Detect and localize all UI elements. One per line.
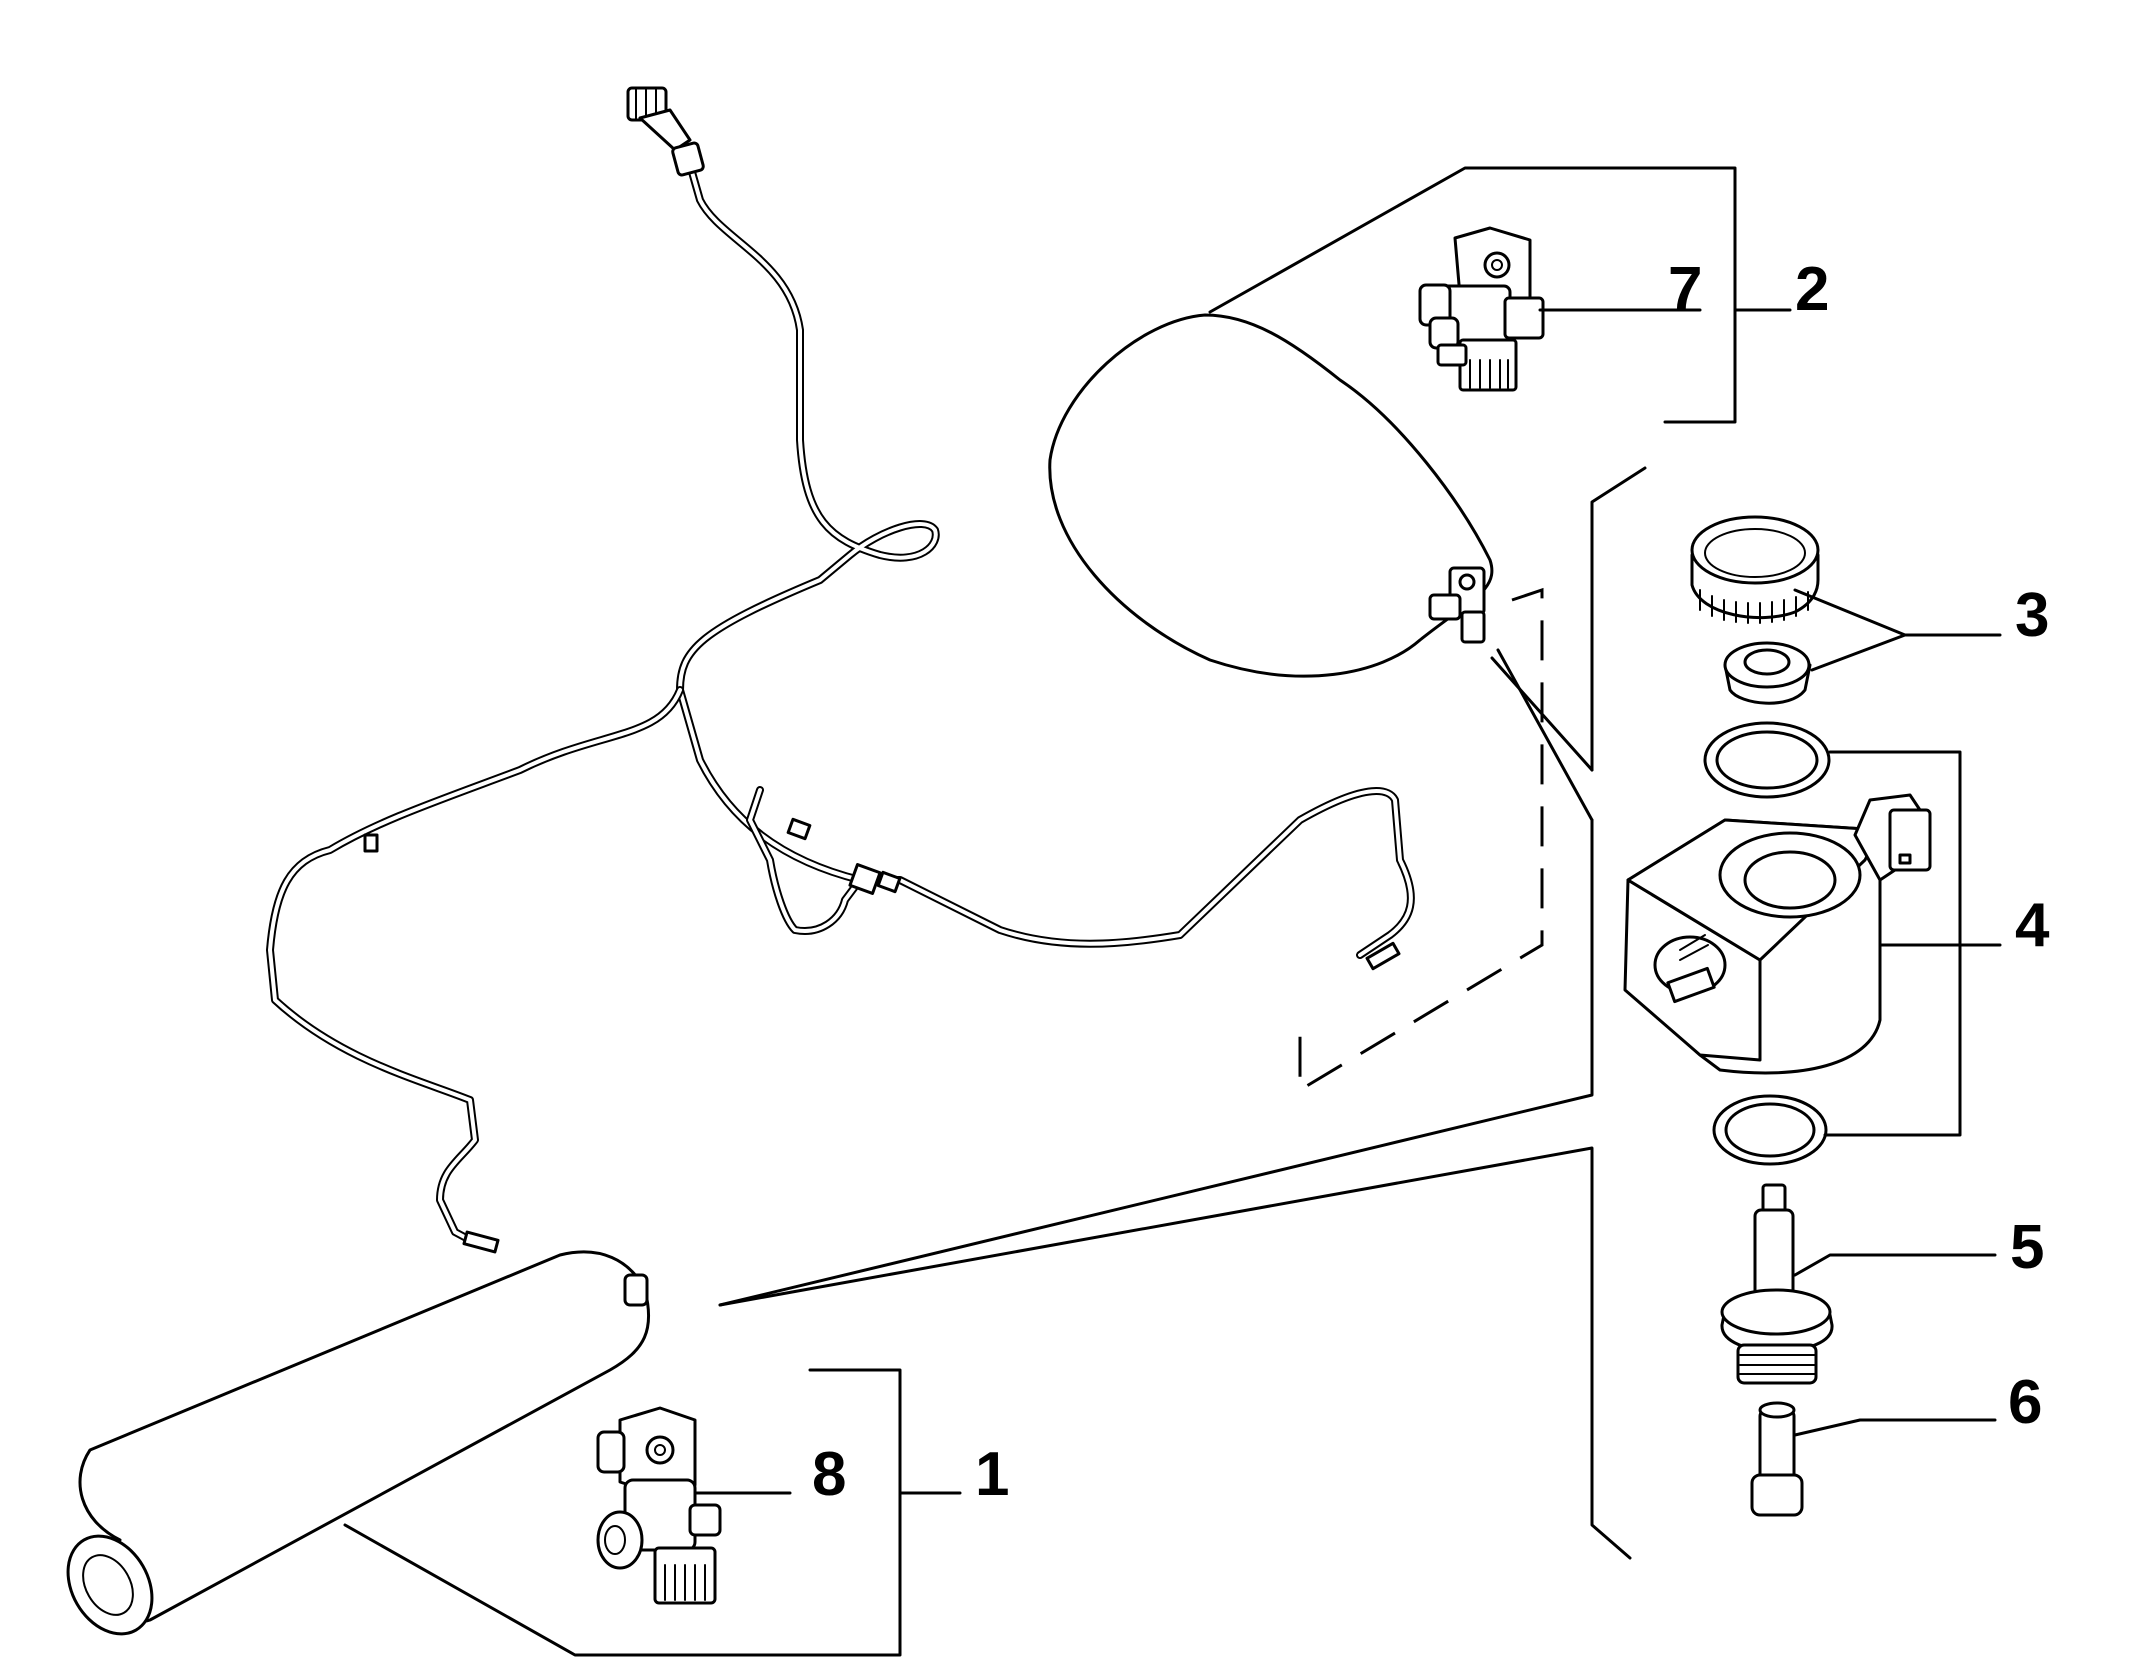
accumulator-sphere (1048, 313, 1494, 678)
valve-7 (1418, 226, 1545, 392)
piston-part-5 (1720, 1183, 1834, 1385)
o-ring-lower (1712, 1094, 1828, 1166)
brake-pipe-network (266, 86, 1415, 1254)
valve-8 (596, 1406, 722, 1605)
callout-6: 6 (2008, 1368, 2042, 1437)
o-ring-upper (1703, 721, 1831, 799)
callout-5: 5 (2010, 1213, 2044, 1282)
solenoid-block-part-4 (1623, 793, 1932, 1075)
dashed-outline (1298, 587, 1544, 1093)
accumulator-cylinder (66, 1250, 651, 1636)
leader-lines (343, 166, 2002, 1657)
pin-part-6 (1750, 1401, 1804, 1517)
seal-part-3 (1723, 641, 1812, 705)
callout-4: 4 (2015, 891, 2050, 960)
callout-3: 3 (2015, 581, 2049, 650)
callout-2: 2 (1795, 255, 1829, 324)
callout-7: 7 (1668, 255, 1702, 324)
callout-8: 8 (812, 1440, 846, 1509)
callout-1: 1 (975, 1440, 1009, 1509)
cap-part-3 (1690, 515, 1820, 624)
